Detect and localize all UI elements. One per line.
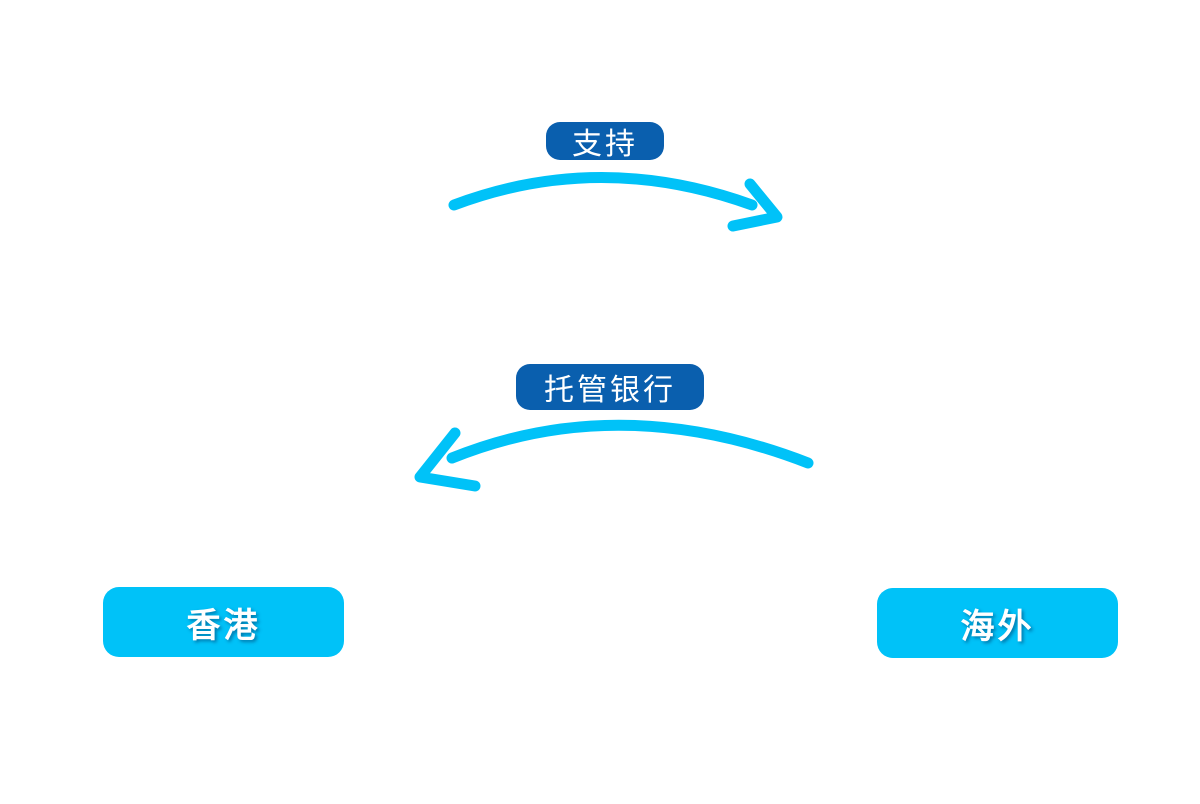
node-overseas: 海外 — [877, 588, 1118, 658]
curved-arrow-right-icon — [448, 172, 783, 232]
arrow-label-custodian-bank: 托管银行 — [516, 364, 704, 410]
arrow-label-custodian-bank-text: 托管银行 — [544, 373, 676, 408]
arrow-label-support: 支持 — [546, 122, 664, 162]
node-overseas-text: 海外 — [960, 606, 1035, 647]
curved-arrow-left-icon — [414, 419, 814, 492]
arrow-mid-head — [414, 427, 481, 492]
arrow-top-head — [727, 178, 783, 232]
node-hong-kong: 香港 — [103, 587, 344, 657]
arrow-label-support-text: 支持 — [572, 127, 638, 162]
node-hong-kong-text: 香港 — [186, 605, 261, 646]
arrow-top-shaft — [448, 172, 758, 211]
arrow-mid-shaft — [446, 419, 814, 469]
